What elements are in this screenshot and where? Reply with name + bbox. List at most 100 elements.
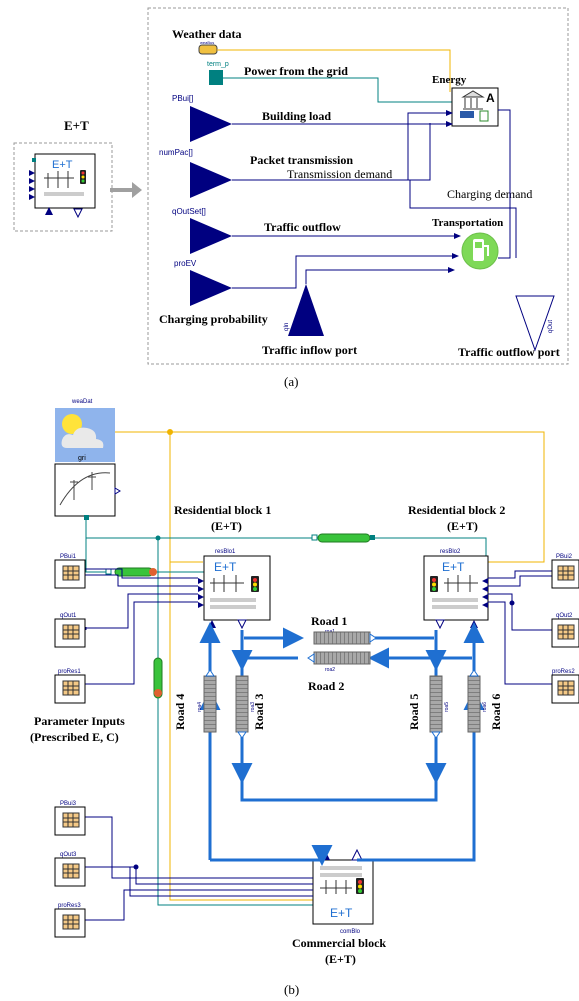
outflow-port-param: qOut <box>548 320 554 333</box>
proev-param: proEV <box>174 259 197 268</box>
panel-a: E+T E+T Weather data weaBus term_p Power… <box>13 7 569 365</box>
proev-input-icon[interactable] <box>190 270 232 306</box>
solar-panel-icon <box>460 111 474 118</box>
svg-text:roa5: roa5 <box>444 702 450 712</box>
charging-demand-line-2 <box>409 180 517 258</box>
res2-icon-label: E+T <box>442 560 465 574</box>
traffic-outflow-port-icon[interactable] <box>515 295 555 352</box>
transmission-demand-label: Transmission demand <box>287 167 392 181</box>
road3-label: Road 3 <box>252 694 266 730</box>
grid-tower-icon <box>44 171 74 188</box>
table-prores1[interactable]: proRes1 <box>54 669 86 704</box>
cable-1[interactable] <box>311 533 375 543</box>
weather-data-block[interactable]: weaDat gri <box>55 399 115 462</box>
table-pbui2[interactable]: PBui2 <box>551 554 579 589</box>
charging-demand-line <box>498 109 511 259</box>
cable-2[interactable] <box>105 567 157 577</box>
grid-param: term_p <box>207 61 229 68</box>
weather-bus-line <box>115 431 545 563</box>
res2-name: resBlo2 <box>440 549 461 555</box>
weather-name: weaDat <box>71 399 93 405</box>
weather-line <box>217 49 451 92</box>
et-block-title: E+T <box>64 118 89 133</box>
svg-text:roa6: roa6 <box>482 702 488 712</box>
road-3[interactable]: Road 3 roa3 <box>235 675 266 739</box>
grid-terminal-icon[interactable] <box>209 70 223 85</box>
input-ports <box>29 170 35 200</box>
param-inputs-sub: (Prescribed E, C) <box>30 730 119 744</box>
road-5[interactable]: Road 5 roa5 <box>407 675 450 739</box>
tables-left: PBui1 qOut1 proRes1 <box>54 554 86 704</box>
svg-text:proRes3: proRes3 <box>58 903 81 909</box>
svg-text:PBui2: PBui2 <box>556 554 573 560</box>
commercial-grid-icon <box>320 880 352 894</box>
road2-label: Road 2 <box>308 679 344 693</box>
commercial-block[interactable]: E+T comBlo <box>312 848 374 935</box>
left-input-lines <box>84 568 198 685</box>
residential-block-1[interactable]: resBlo1 E+T <box>198 549 271 630</box>
grid-line <box>223 77 452 103</box>
inflow-line <box>305 267 455 284</box>
transportation-block[interactable] <box>461 232 499 270</box>
weather-bus-line-2 <box>169 432 313 901</box>
grid-line-b <box>85 515 314 539</box>
cloud-icon <box>61 427 104 448</box>
res1-title-line1: Residential block 1 <box>174 503 271 517</box>
building-load-label: Building load <box>262 109 331 123</box>
table-qout2[interactable]: qOut2 <box>551 613 579 648</box>
weather-bus-name: weaBus <box>200 40 214 45</box>
energy-label: Energy <box>432 74 467 86</box>
road6-label: Road 6 <box>489 694 503 730</box>
commercial-icon-label: E+T <box>330 906 353 920</box>
cable-3[interactable] <box>153 657 163 699</box>
svg-text:roa2: roa2 <box>325 667 335 673</box>
power-line-icon <box>59 472 111 506</box>
pbui-param: PBui[] <box>172 94 193 103</box>
building-icon <box>461 90 485 110</box>
road4-label: Road 4 <box>173 694 187 730</box>
packet-label: Packet transmission <box>250 153 353 167</box>
inflow-port-param: qIn <box>284 323 290 331</box>
qoutset-input-icon[interactable] <box>190 218 232 254</box>
table-prores2[interactable]: proRes2 <box>551 669 579 704</box>
grid-block[interactable] <box>54 463 121 520</box>
panel-b: weaDat gri Residential block 1 <box>30 399 579 966</box>
table-pbui3[interactable]: PBui3 <box>54 801 86 836</box>
charging-probability-label: Charging probability <box>159 312 268 326</box>
et-block-icon[interactable]: E+T <box>29 153 96 219</box>
bar-icon <box>44 192 84 196</box>
et-icon-label: E+T <box>52 159 73 171</box>
weather-label: Weather data <box>172 27 241 41</box>
commercial-title-line1: Commercial block <box>292 936 386 950</box>
road-2[interactable]: roa2 Road 2 <box>307 651 371 693</box>
road-1[interactable]: Road 1 roa1 <box>311 614 377 645</box>
road-6[interactable]: Road 6 roa6 <box>467 669 503 733</box>
grid-box <box>54 463 116 517</box>
residential-block-2[interactable]: resBlo2 E+T <box>423 549 489 630</box>
table-qout3[interactable]: qOut3 <box>54 852 86 887</box>
pbui-input-icon[interactable] <box>190 106 232 142</box>
svg-text:PBui1: PBui1 <box>60 554 77 560</box>
charging-demand-label: Charging demand <box>447 187 532 201</box>
svg-text:PBui3: PBui3 <box>60 801 77 807</box>
res2-title-line1: Residential block 2 <box>408 503 505 517</box>
grid-port <box>32 158 36 162</box>
numpac-input-icon[interactable] <box>190 162 232 198</box>
bottom-input-lines <box>85 816 313 921</box>
sun-icon <box>62 414 82 434</box>
table-qout1[interactable]: qOut1 <box>54 613 86 648</box>
traffic-inflow-port-icon[interactable] <box>288 284 324 336</box>
energy-block[interactable]: A <box>451 87 499 127</box>
weather-bus-icon[interactable] <box>198 44 218 55</box>
svg-text:proRes2: proRes2 <box>552 669 575 675</box>
svg-text:qOut3: qOut3 <box>60 852 77 858</box>
traffic-outflow-label: Traffic outflow <box>264 220 341 234</box>
res1-title-line2: (E+T) <box>211 519 242 533</box>
proev-line <box>232 253 459 289</box>
right-input-lines <box>488 570 552 685</box>
road-4[interactable]: Road 4 roa4 <box>173 669 217 733</box>
table-prores3[interactable]: proRes3 <box>54 903 86 938</box>
res2-title-line2: (E+T) <box>447 519 478 533</box>
res1-name: resBlo1 <box>215 549 236 555</box>
table-pbui1[interactable]: PBui1 <box>54 554 86 589</box>
